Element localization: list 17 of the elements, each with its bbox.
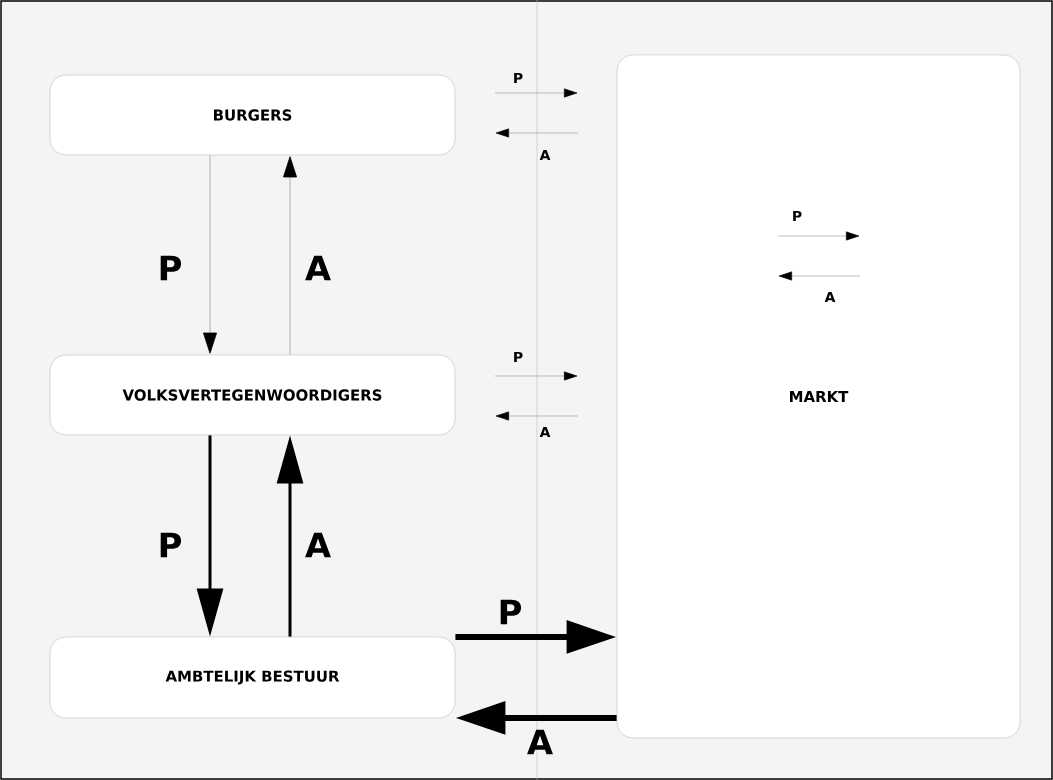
arrow-label: A [824,291,836,303]
actor-box: AMBTELIJK BESTUUR [49,636,456,719]
edge-label: A [527,729,553,755]
edge-label: A [305,255,331,281]
arrow-label: P [793,210,802,222]
arrow [283,156,297,355]
edge-label: P [500,599,522,625]
arrow [203,155,217,354]
arrow-label: P [514,72,523,84]
arrow-label: A [539,426,551,438]
arrow-label: P [514,351,523,363]
edge-label: P [160,255,182,281]
edge-label: P [160,532,182,558]
actor-box: BURGERS [49,74,456,156]
actor-box: VOLKSVERTEGENWOORDIGERS [49,354,456,436]
arrow-label: A [539,149,551,161]
edge-label: A [305,532,331,558]
